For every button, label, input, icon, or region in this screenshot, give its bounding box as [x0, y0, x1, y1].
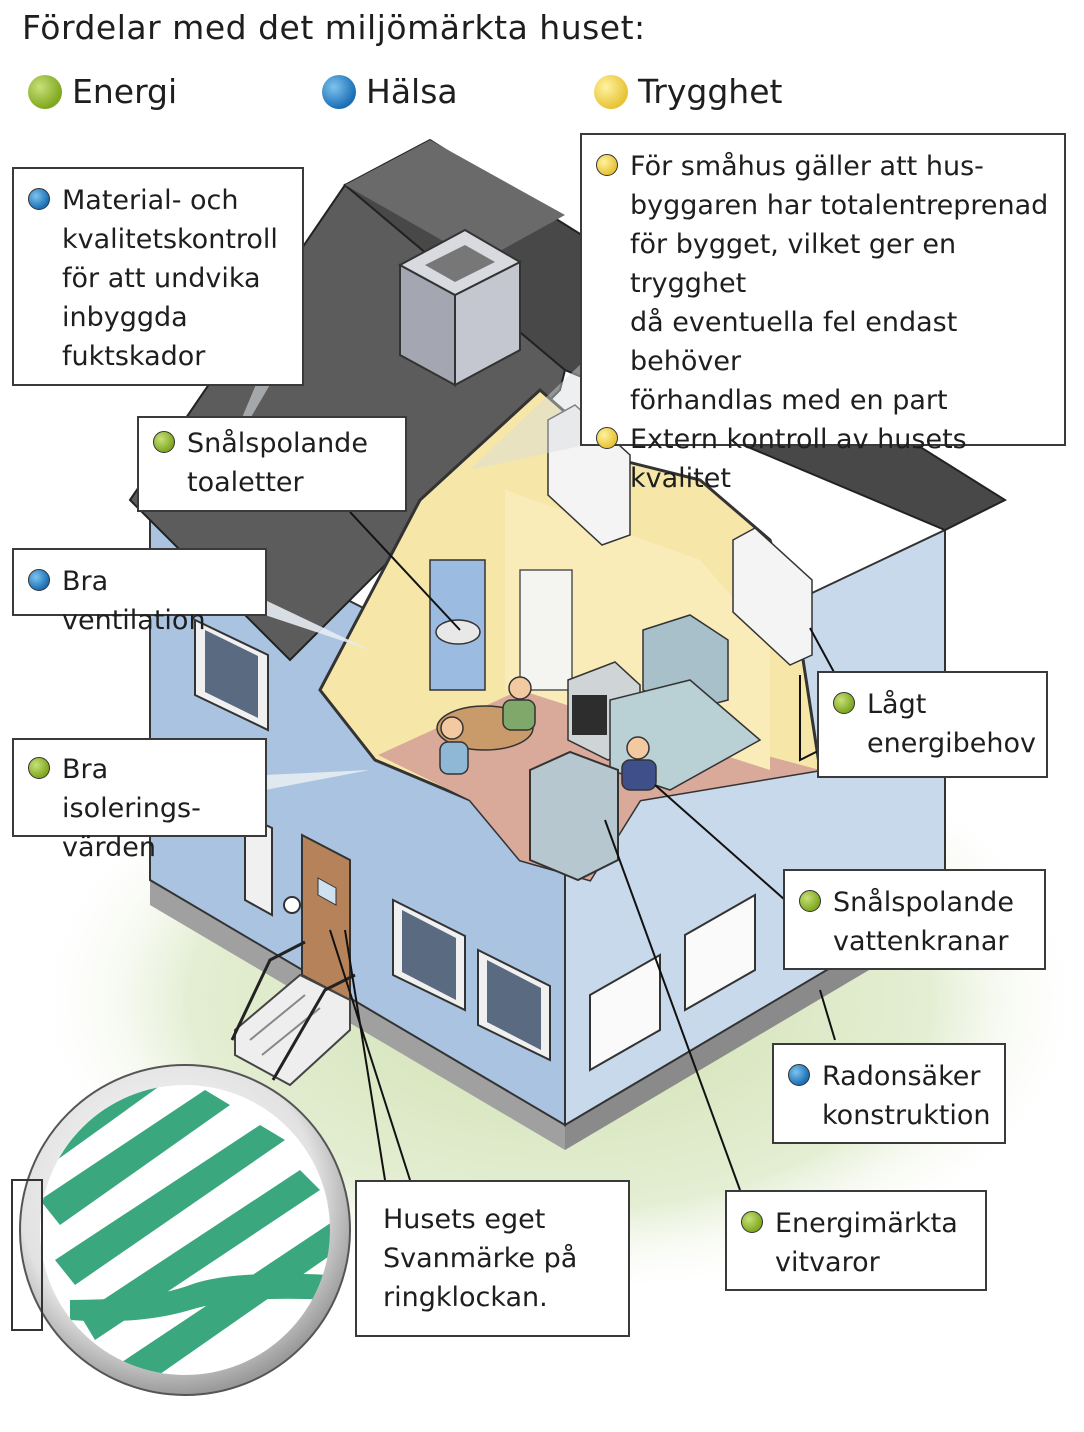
person-1: [508, 676, 532, 700]
legend-halsa: Hälsa: [322, 72, 458, 111]
roof-ridge: [345, 140, 565, 262]
window-right-2: [684, 893, 756, 1012]
legend-label: Trygghet: [638, 72, 783, 111]
doorbell-icon: [283, 896, 301, 914]
yellow-dot-icon: [594, 74, 628, 109]
callout-text: Lågt energibehov: [867, 689, 1036, 759]
front-door: [301, 833, 351, 1002]
blue-dot-icon: [788, 1064, 810, 1086]
callout-svan: Husets eget Svanmärke på ringklockan.: [355, 1180, 630, 1337]
green-dot-icon: [28, 757, 50, 779]
green-dot-icon: [741, 1211, 763, 1233]
toilet: [435, 619, 481, 645]
callout-text: Bra isolerings- värden: [62, 754, 201, 863]
green-dot-icon: [799, 890, 821, 912]
legend-trygghet: Trygghet: [594, 72, 782, 111]
legend-label: Hälsa: [366, 72, 458, 111]
radiator-lower: [732, 527, 813, 666]
callout-text: För småhus gäller att hus- byggaren har …: [630, 151, 1049, 416]
callout-text: Husets eget Svanmärke på ringklockan.: [383, 1204, 578, 1313]
callout-material: Material- och kvalitetskontroll för att …: [12, 167, 304, 386]
pointer-trygghet: [470, 360, 585, 470]
callout-text: Bra ventilation: [62, 566, 206, 636]
callout-text: Snålspolande toaletter: [187, 428, 368, 498]
callout-text: Snålspolande vattenkranar: [833, 887, 1014, 957]
callout-isolering: Bra isolerings- värden: [12, 738, 267, 863]
callout-vitvaror: Energimärkta vitvaror: [725, 1190, 987, 1291]
callout-text: Extern kontroll av husets kvalitet: [630, 424, 967, 494]
callout-energibehov: Lågt energibehov: [817, 671, 1048, 778]
callout-vattenkranar: Snålspolande vattenkranar: [783, 869, 1046, 970]
blue-dot-icon: [28, 569, 50, 591]
swan-label-icon: [40, 1085, 330, 1375]
person-2: [440, 716, 464, 740]
pointer-ventilation: [265, 600, 370, 650]
green-dot-icon: [833, 692, 855, 714]
green-dot-icon: [153, 431, 175, 453]
callout-ventilation: Bra ventilation: [12, 548, 267, 636]
callout-toaletter: Snålspolande toaletter: [137, 416, 407, 512]
fridge: [529, 750, 619, 882]
green-dot-icon: [28, 74, 62, 109]
yellow-dot-icon: [596, 427, 618, 449]
callout-radon: Radonsäker konstruktion: [772, 1043, 1006, 1144]
blue-dot-icon: [28, 188, 50, 210]
interior-door: [519, 569, 573, 691]
pointer-isolering: [265, 770, 370, 790]
legend-label: Energi: [72, 72, 178, 111]
window-right-1: [589, 953, 661, 1072]
callout-text: Radonsäker konstruktion: [822, 1061, 991, 1131]
callout-text: Energimärkta vitvaror: [775, 1208, 958, 1278]
blue-dot-icon: [322, 74, 356, 109]
yellow-dot-icon: [596, 154, 618, 176]
callout-text: Material- och kvalitetskontroll för att …: [62, 185, 278, 372]
page-title: Fördelar med det miljömärkta huset:: [22, 8, 646, 47]
callout-trygghet: För småhus gäller att hus- byggaren har …: [580, 133, 1066, 494]
legend-energi: Energi: [28, 72, 177, 111]
person-3: [626, 736, 650, 760]
swan-bracket: [11, 1179, 43, 1331]
